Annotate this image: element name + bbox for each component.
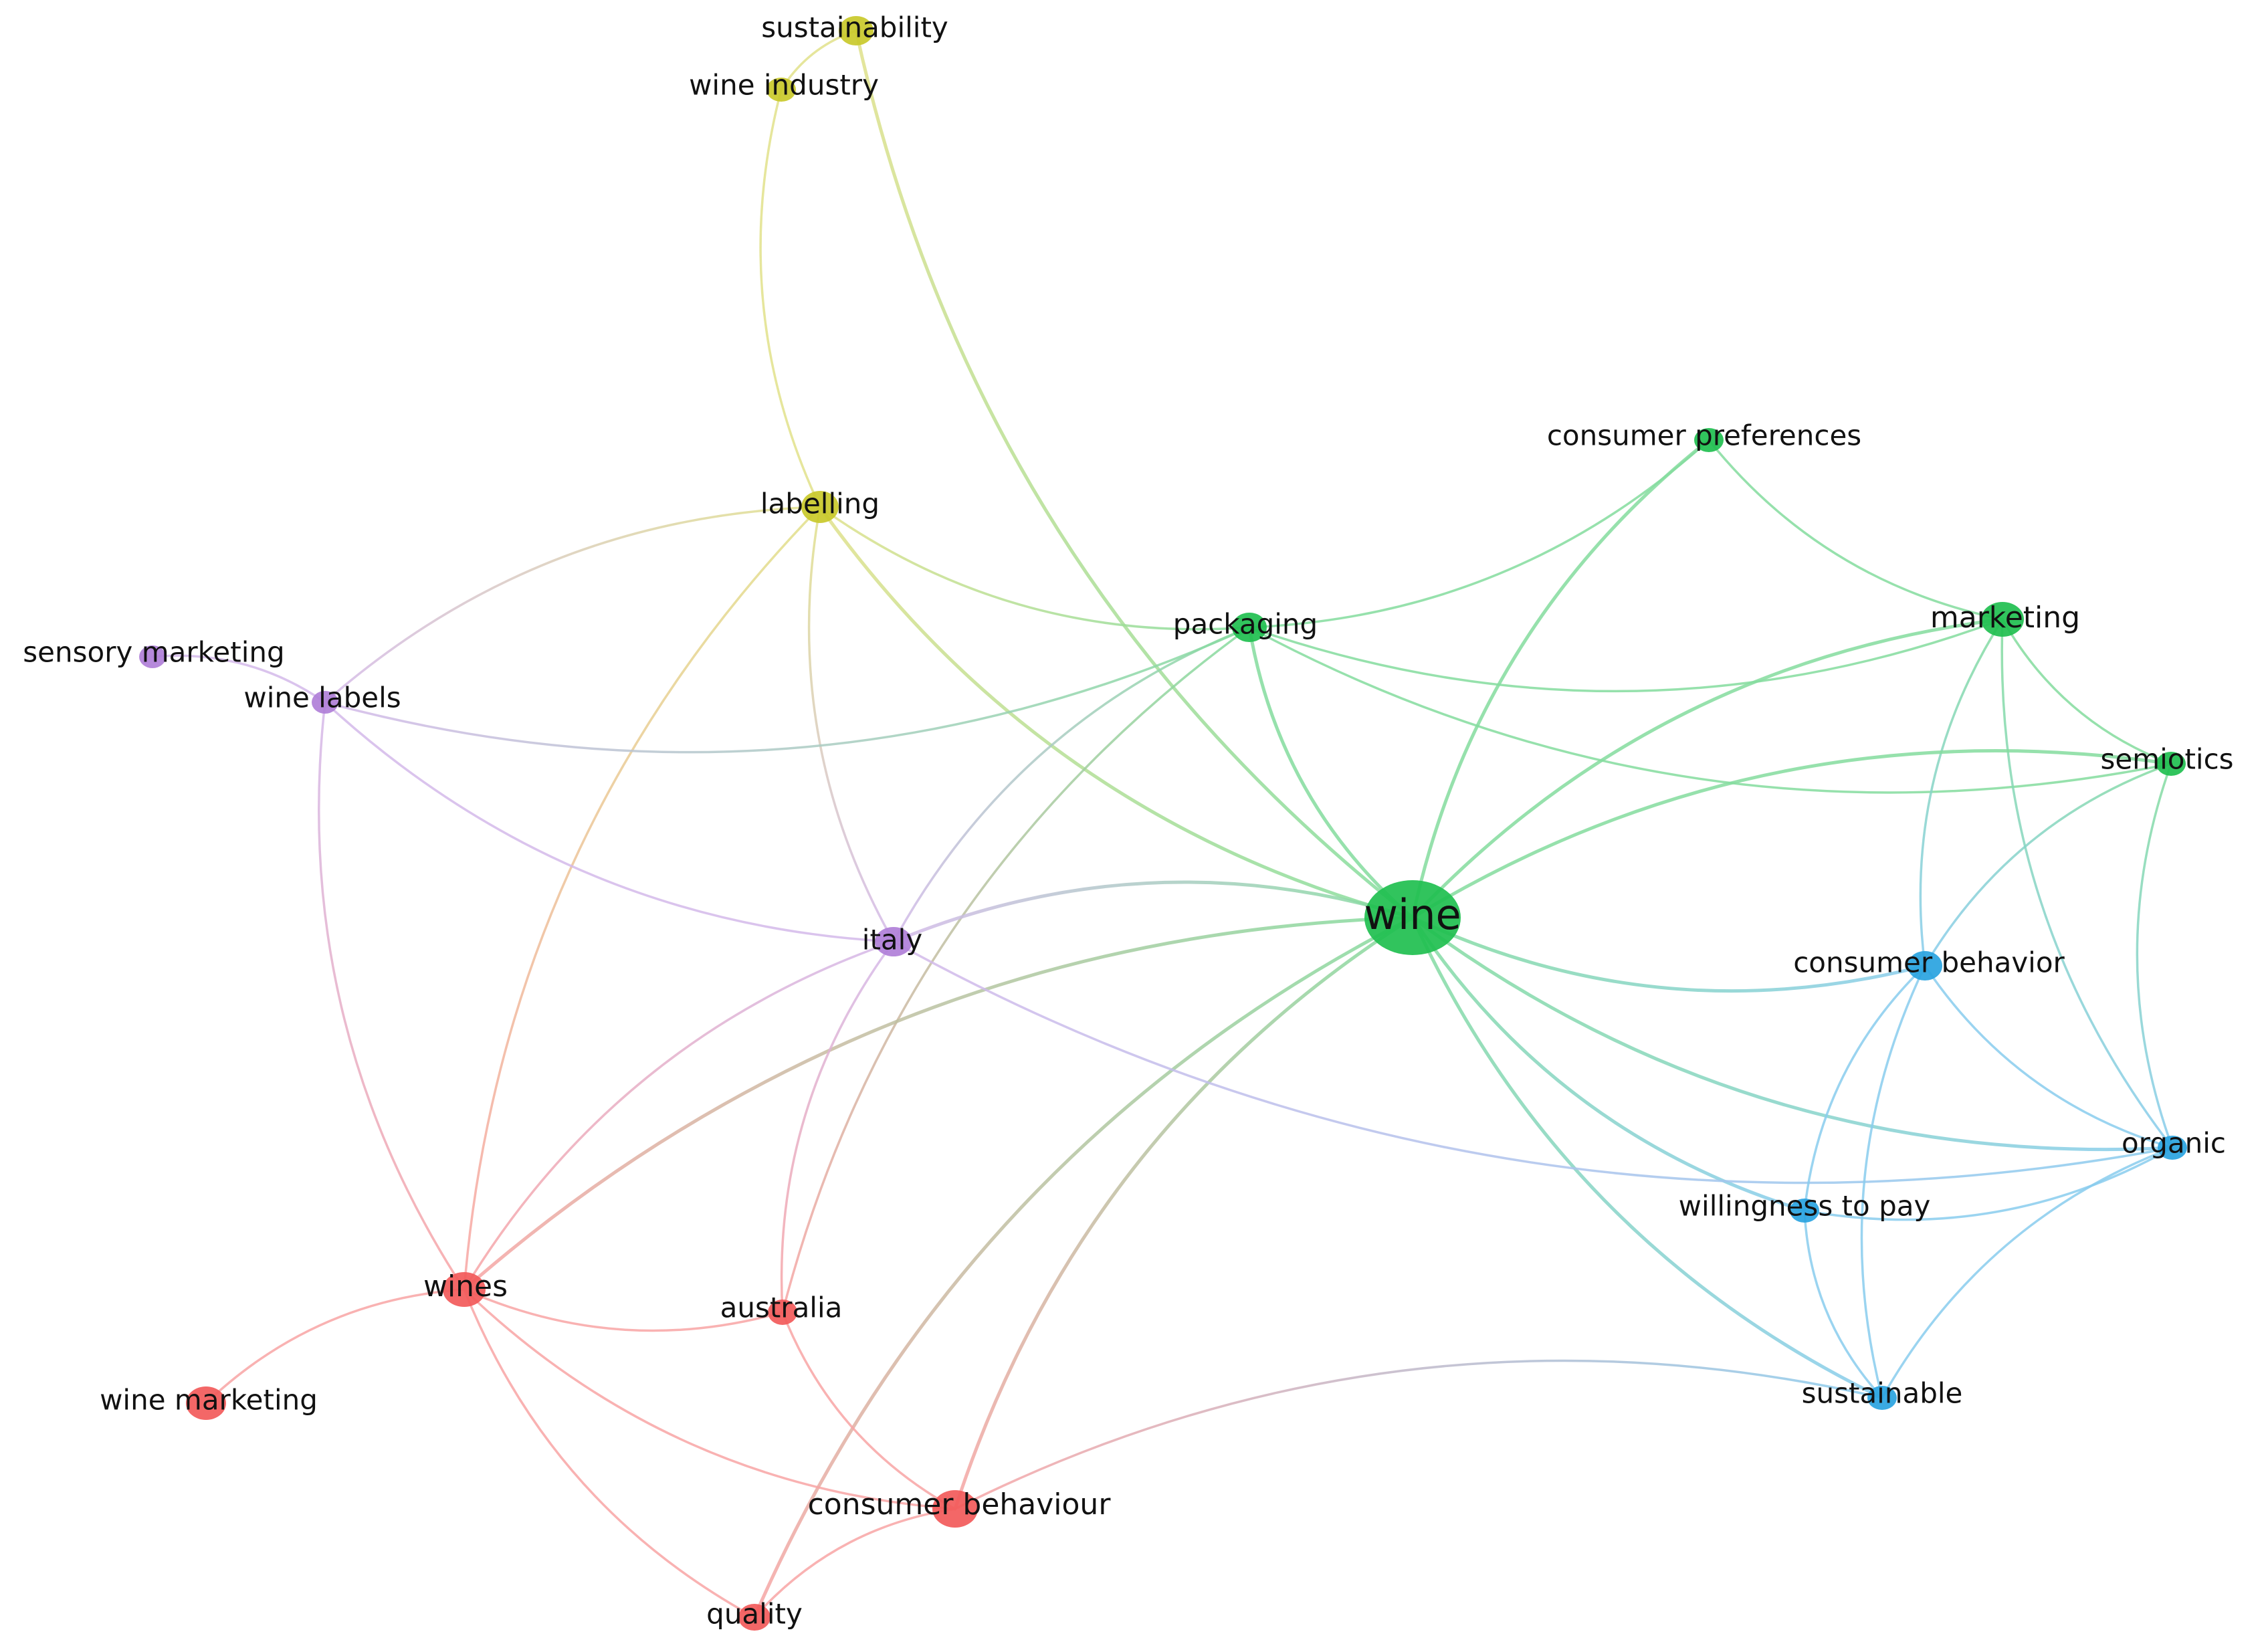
node-wine-industry[interactable] <box>766 78 796 102</box>
edge-packaging-wine <box>1247 625 1415 920</box>
labels-layer: wine sustainability wine industry labelling… <box>23 11 2233 1631</box>
edge-organic-sustainable <box>1881 1146 2174 1399</box>
edge-consumer_behaviour-quality <box>753 1508 956 1619</box>
node-australia[interactable] <box>768 1300 797 1325</box>
edge-wine-organic <box>1411 916 2174 1152</box>
edge-wine-willingness_to_pay <box>1411 916 1807 1213</box>
node-willingness-to-pay[interactable] <box>1790 1199 1819 1223</box>
edge-consumer_behavior-organic <box>1924 964 2174 1149</box>
edge-wine_labels-packaging <box>324 626 1251 754</box>
label-wine-marketing: wine marketing <box>100 1384 318 1417</box>
edge-marketing-wine <box>1411 617 2004 920</box>
edge-willingness_to_pay-organic <box>1803 1146 2174 1221</box>
edge-packaging-consumer_preferences <box>1248 439 1710 629</box>
edge-packaging-italy <box>892 626 1251 943</box>
edge-wine_labels-sensory_marketing <box>151 654 326 704</box>
edge-semiotics-wine <box>1411 749 2173 920</box>
edge-consumer_preferences-marketing <box>1708 439 2004 621</box>
label-italy: italy <box>862 924 922 956</box>
label-australia: australia <box>720 1292 843 1324</box>
edge-packaging-semiotics <box>1248 626 2172 794</box>
label-sustainability: sustainability <box>761 11 948 44</box>
node-sustainability[interactable] <box>839 16 873 45</box>
edge-semiotics-organic <box>2136 762 2174 1149</box>
edge-italy-wines <box>463 940 895 1291</box>
label-wine-labels: wine labels <box>243 682 401 714</box>
label-consumer-behaviour: consumer behaviour <box>808 1487 1112 1522</box>
node-consumer-behaviour[interactable] <box>932 1490 978 1528</box>
node-semiotics[interactable] <box>2156 752 2186 776</box>
node-consumer-behavior[interactable] <box>1908 951 1942 980</box>
edge-wine-wines <box>462 916 1415 1292</box>
edge-semiotics-consumer_behavior <box>1924 762 2172 967</box>
edge-labelling-wine <box>818 505 1415 920</box>
edge-marketing-organic <box>2000 618 2174 1149</box>
node-wine-marketing[interactable] <box>186 1386 226 1420</box>
label-sensory-marketing: sensory marketing <box>23 636 284 669</box>
edge-wine-quality <box>752 916 1415 1619</box>
edge-marketing-consumer_behavior <box>1919 618 2004 967</box>
edge-labelling-packaging <box>819 506 1251 631</box>
node-wines[interactable] <box>443 1272 486 1307</box>
edge-italy-organic <box>892 940 2174 1184</box>
edges-layer <box>151 29 2174 1619</box>
edge-labelling-italy <box>807 506 895 943</box>
node-wine-labels[interactable] <box>312 691 338 714</box>
edge-consumer_preferences-wine <box>1411 438 1711 920</box>
label-willingness-to-pay: willingness to pay <box>1679 1190 1931 1223</box>
label-packaging: packaging <box>1173 608 1318 641</box>
edge-italy-australia <box>780 940 895 1314</box>
label-marketing: marketing <box>1930 601 2080 635</box>
edge-wines-quality <box>463 1288 756 1619</box>
edge-wine_industry-labelling <box>759 88 821 508</box>
node-quality[interactable] <box>738 1604 770 1631</box>
edge-consumer_behavior-willingness_to_pay <box>1803 964 1926 1212</box>
edge-packaging-australia <box>781 626 1251 1314</box>
edge-wine_labels-italy <box>324 701 895 943</box>
label-wine-industry: wine industry <box>689 69 879 102</box>
edge-labelling-wines <box>463 506 821 1291</box>
edge-labelling-wine_labels <box>324 506 821 704</box>
edge-consumer_behavior-sustainable <box>1860 964 1926 1399</box>
edge-wine-consumer_behaviour <box>953 916 1415 1511</box>
node-organic[interactable] <box>2158 1136 2187 1160</box>
label-consumer-behavior: consumer behavior <box>1793 946 2065 979</box>
edge-wine-sustainable <box>1411 916 1884 1400</box>
label-semiotics: semiotics <box>2100 743 2233 776</box>
edge-marketing-semiotics <box>2001 618 2172 765</box>
edge-wines-consumer_behaviour <box>463 1288 956 1510</box>
nodes-layer <box>139 16 2187 1631</box>
edge-sustainable-consumer_behaviour <box>954 1359 1883 1510</box>
label-consumer-preferences: consumer preferences <box>1547 419 1861 452</box>
label-quality: quality <box>706 1598 803 1631</box>
node-consumer-preferences[interactable] <box>1694 428 1724 452</box>
label-organic: organic <box>2122 1127 2226 1160</box>
node-packaging[interactable] <box>1232 613 1267 642</box>
label-sustainable: sustainable <box>1802 1377 1963 1410</box>
label-wines: wines <box>423 1269 508 1304</box>
node-labelling[interactable] <box>801 491 839 523</box>
node-marketing[interactable] <box>1981 602 2024 637</box>
edge-wine-consumer_behavior <box>1411 916 1927 993</box>
edge-sustainability-wine <box>854 29 1415 920</box>
node-italy[interactable] <box>875 927 912 956</box>
node-sustainable[interactable] <box>1867 1386 1897 1410</box>
label-wine: wine <box>1364 890 1461 939</box>
edge-australia-consumer_behaviour <box>781 1311 956 1510</box>
node-sensory-marketing[interactable] <box>139 645 166 668</box>
edge-wines-australia <box>463 1288 784 1332</box>
edge-packaging-marketing <box>1248 618 2004 693</box>
edge-willingness_to_pay-sustainable <box>1803 1209 1883 1399</box>
node-wine[interactable] <box>1364 880 1461 955</box>
label-labelling: labelling <box>760 488 880 520</box>
edge-wine_labels-wines <box>318 701 466 1291</box>
edge-wines-wine_marketing <box>205 1288 466 1405</box>
edge-wine-italy <box>892 880 1415 944</box>
